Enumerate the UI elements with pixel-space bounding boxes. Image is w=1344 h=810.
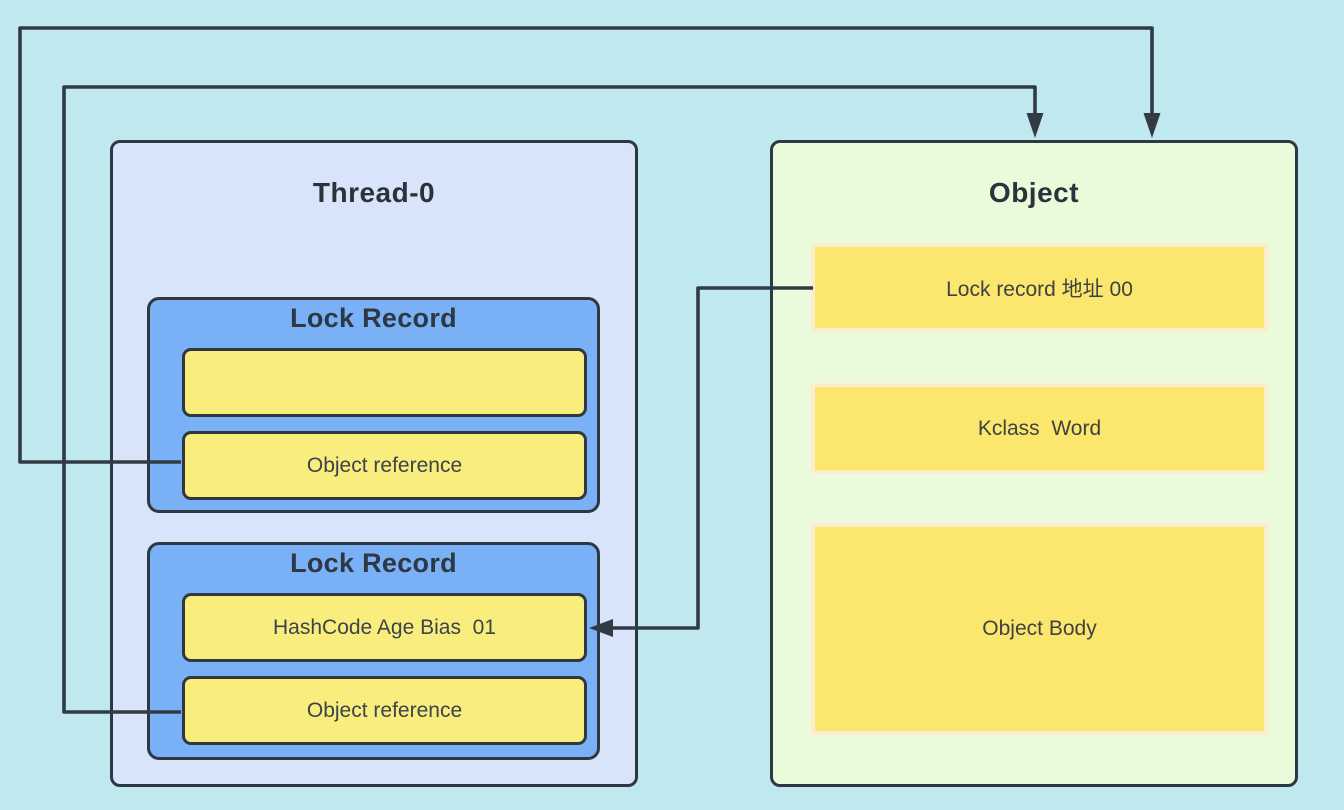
lock-record-2-mark-word-label: HashCode Age Bias 01 [273, 615, 496, 639]
lock-record-2-object-reference: Object reference [182, 676, 587, 745]
lock-record-1-object-reference-label: Object reference [306, 453, 463, 477]
object-box: Object Lock record 地址 00 Kclass Word Obj… [770, 140, 1298, 787]
thread-box: Thread-0 Lock Record Object reference Lo… [110, 140, 638, 787]
lock-record-2: Lock Record HashCode Age Bias 01 Object … [147, 542, 600, 760]
object-mark-word-label: Lock record 地址 00 [946, 277, 1133, 301]
lock-record-2-mark-word-slot: HashCode Age Bias 01 [182, 593, 587, 662]
object-mark-word-field: Lock record 地址 00 [811, 243, 1268, 332]
object-kclass-word-label: Kclass Word [977, 416, 1102, 440]
object-title: Object [988, 177, 1080, 208]
thread-title: Thread-0 [312, 177, 436, 208]
lock-record-1-title: Lock Record [290, 303, 457, 333]
object-kclass-word-field: Kclass Word [811, 383, 1268, 474]
object-body-field: Object Body [811, 523, 1268, 735]
arrow-head-down-icon [1026, 113, 1044, 138]
lock-record-2-object-reference-label: Object reference [306, 698, 463, 722]
lock-record-1-empty-slot [182, 348, 587, 417]
object-body-label: Object Body [982, 617, 1097, 640]
lock-record-1-object-reference: Object reference [182, 431, 587, 500]
arrow-head-down-icon [1143, 113, 1161, 138]
lock-record-2-title: Lock Record [290, 548, 457, 578]
lock-record-1: Lock Record Object reference [147, 297, 600, 513]
